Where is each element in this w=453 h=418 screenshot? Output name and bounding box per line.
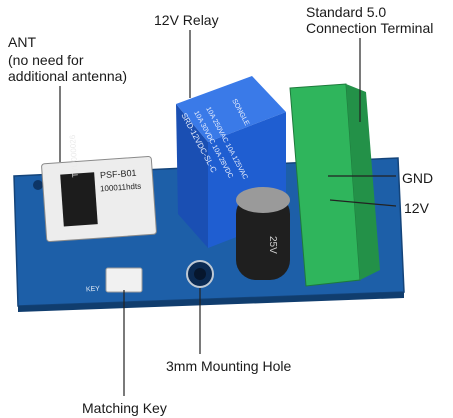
mounting-hole-left <box>33 180 43 190</box>
label-relay: 12V Relay <box>154 12 219 28</box>
wifi-module-chip <box>60 172 98 227</box>
label-12v: 12V <box>404 200 429 216</box>
mounting-hole-center <box>194 268 206 280</box>
module-label-2: 100011hdts <box>99 181 142 194</box>
capacitor-top <box>236 187 290 213</box>
key-connector <box>105 267 143 293</box>
pcb-edge <box>18 292 404 312</box>
label-ant: ANT <box>8 34 36 50</box>
label-terminal-1: Standard 5.0 <box>306 4 387 20</box>
label-ant-note-1: (no need for <box>8 52 84 68</box>
capacitor-print: 25V <box>267 236 278 254</box>
label-terminal-2: Connection Terminal <box>306 20 434 36</box>
capacitor-body <box>236 194 290 280</box>
label-ant-note-2: additional antenna) <box>8 68 128 84</box>
module-label-3: TYU000026 <box>68 134 80 178</box>
terminal-side <box>346 84 380 280</box>
pcb-key-silk: KEY <box>85 285 101 294</box>
label-hole: 3mm Mounting Hole <box>166 358 292 374</box>
label-key: Matching Key <box>82 400 167 416</box>
relay-top <box>176 76 286 142</box>
label-gnd: GND <box>402 170 434 186</box>
relay-body <box>176 104 208 248</box>
